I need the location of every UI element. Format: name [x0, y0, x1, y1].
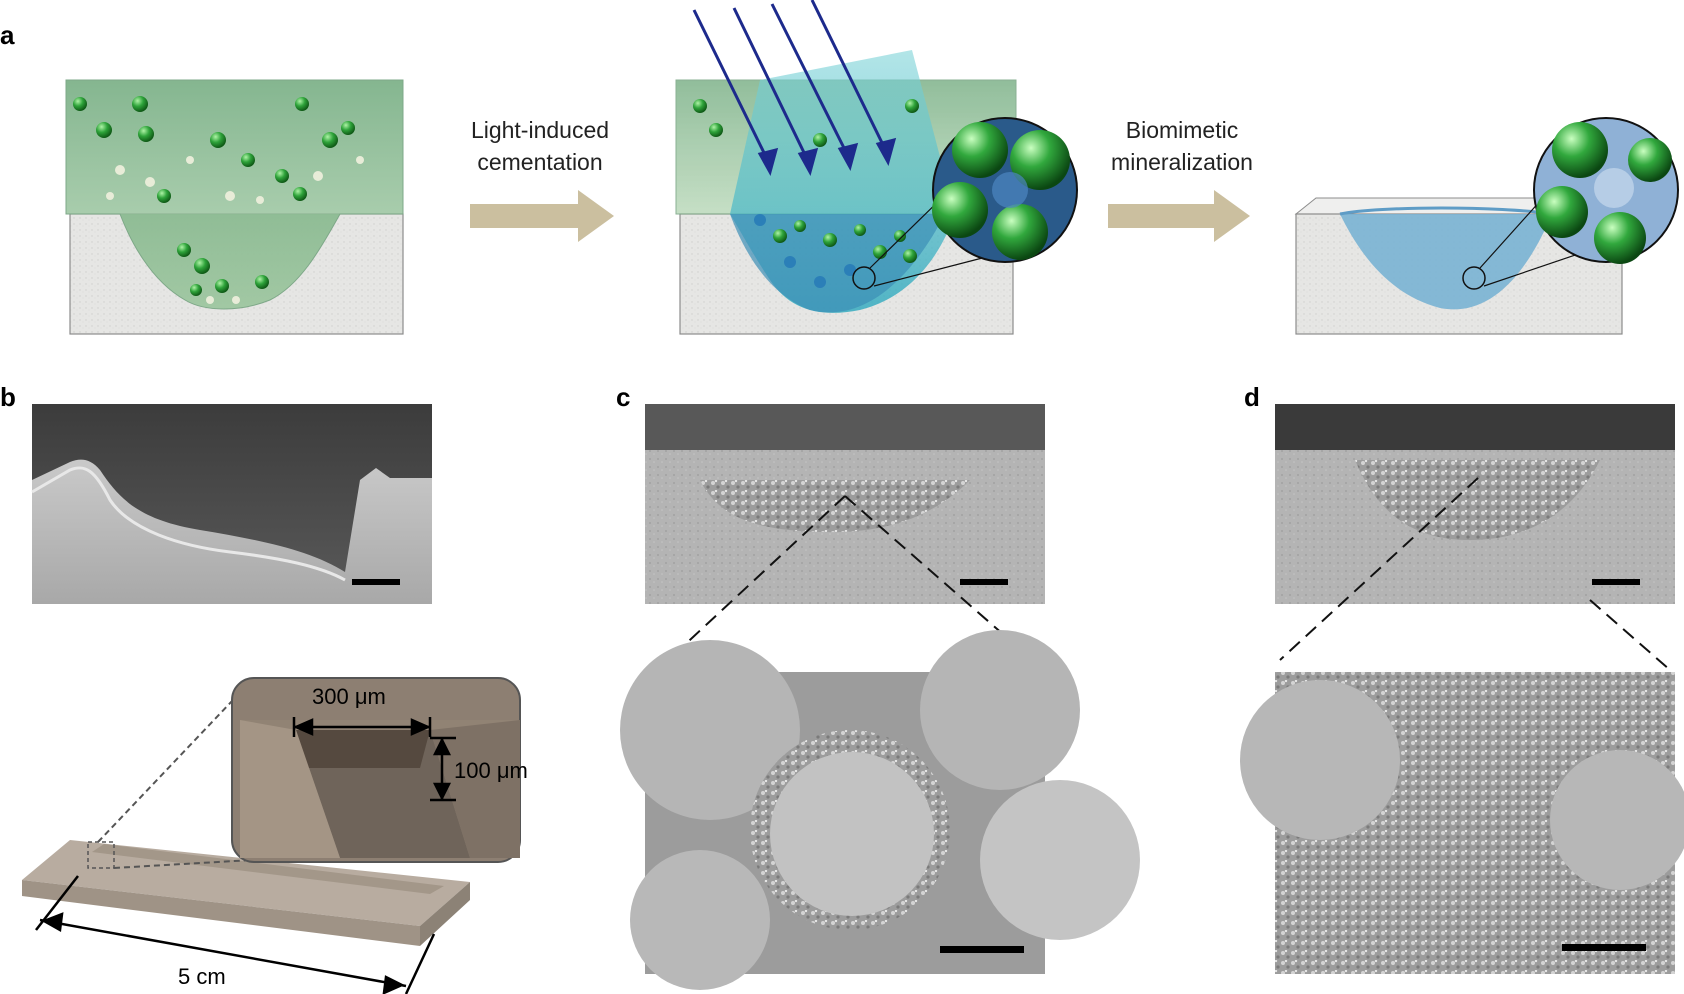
scale-bar-c: [960, 579, 1008, 585]
light-rays: [692, 0, 897, 176]
dimension-width: [292, 717, 432, 737]
scale-bar-d: [1592, 579, 1640, 585]
panel-label-a: a: [0, 20, 15, 50]
beads-scene-1: [73, 96, 364, 304]
channel-model: [22, 679, 470, 946]
zoom-inset-2: [932, 117, 1078, 263]
zoom-lines-d: [1279, 477, 1671, 671]
inset-marker: [87, 841, 115, 869]
zoom-marker-2: [852, 266, 876, 290]
process-arrow-1: [470, 190, 614, 242]
scale-bar-d-zoom: [1562, 944, 1646, 951]
sem-image-b: [31, 404, 432, 604]
dimension-depth: [430, 736, 456, 802]
zoom-inset-3: [1533, 117, 1679, 264]
process-step-1-label: Light-induced cementation: [440, 114, 640, 178]
panel-label-c: c: [616, 382, 631, 412]
sem-image-d-zoom: [1240, 672, 1684, 974]
dimension-depth-label: 100 μm: [454, 758, 528, 783]
dimension-length-label: 5 cm: [178, 964, 226, 989]
process-arrow-2: [1108, 190, 1250, 242]
process-step-2-line1: Biomimetic: [1125, 117, 1239, 143]
panel-label-b: b: [0, 382, 16, 412]
process-step-1-line1: Light-induced: [470, 117, 610, 143]
beads-scene-2: [693, 99, 919, 288]
process-step-1-line2: cementation: [477, 149, 603, 175]
dimension-length: [35, 875, 436, 994]
panel-label-d: d: [1244, 382, 1260, 412]
process-step-2-label: Biomimetic mineralization: [1082, 114, 1282, 178]
scale-bar-c-zoom: [940, 946, 1024, 953]
sem-image-c-overview: [645, 404, 1045, 604]
zoom-marker-3: [1462, 266, 1486, 290]
process-step-2-line2: mineralization: [1111, 149, 1253, 175]
sem-image-d-overview: [1275, 404, 1675, 604]
scale-bar-b: [352, 579, 400, 585]
sem-image-c-zoom: [620, 630, 1140, 990]
dimension-width-label: 300 μm: [312, 684, 386, 709]
